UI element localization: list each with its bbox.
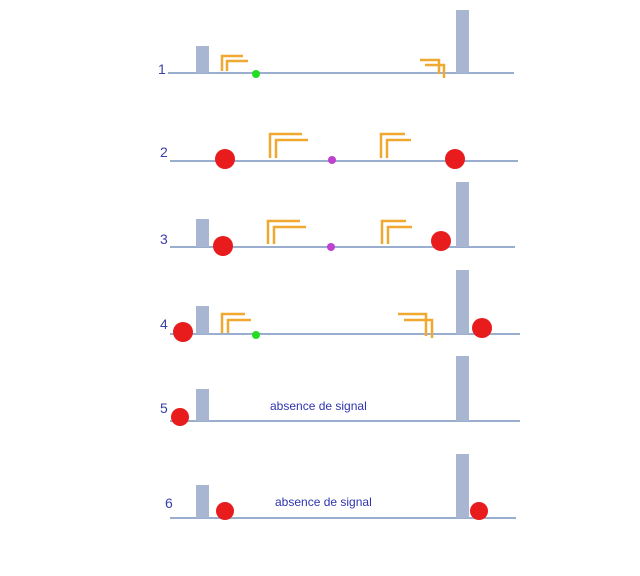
row-number: 4 [160, 316, 168, 332]
absence-label: absence de signal [275, 495, 372, 509]
red-marker [215, 149, 235, 169]
left-signal-bar [196, 219, 209, 247]
row-number: 2 [160, 144, 168, 160]
row-1: 1 [158, 10, 514, 78]
red-marker [213, 236, 233, 256]
red-marker [472, 318, 492, 338]
green-marker [252, 331, 260, 339]
red-marker [171, 408, 189, 426]
forward-arrow-marker [220, 54, 248, 71]
red-marker [431, 231, 451, 251]
right-signal-bar [456, 182, 469, 247]
red-marker [216, 502, 234, 520]
right-signal-bar [456, 270, 469, 334]
red-marker [470, 502, 488, 520]
forward-arrow-marker [220, 312, 251, 333]
left-signal-bar [196, 306, 209, 334]
green-marker [252, 70, 260, 78]
right-signal-bar [456, 10, 469, 73]
row-number: 6 [165, 495, 173, 511]
red-marker [173, 322, 193, 342]
backward-arrow-marker [420, 58, 446, 78]
purple-marker [327, 243, 335, 251]
row-3: 3 [160, 182, 515, 256]
row-6: 6 absence de signal [165, 454, 516, 520]
row-4: 4 [160, 270, 520, 342]
row-number: 3 [160, 231, 168, 247]
red-marker [445, 149, 465, 169]
purple-marker [328, 156, 336, 164]
left-signal-bar [196, 389, 209, 421]
forward-arrow-marker [268, 132, 308, 158]
left-signal-bar [196, 46, 209, 73]
right-signal-bar [456, 454, 469, 518]
absence-label: absence de signal [270, 399, 367, 413]
row-number: 1 [158, 61, 166, 77]
backward-arrow-marker [398, 312, 434, 338]
left-signal-bar [196, 485, 209, 518]
forward-arrow-marker [380, 219, 412, 244]
row-5: 5 absence de signal [160, 356, 520, 426]
forward-arrow-marker [266, 219, 306, 244]
row-2: 2 [160, 132, 518, 169]
right-signal-bar [456, 356, 469, 421]
forward-arrow-marker [379, 132, 411, 158]
row-number: 5 [160, 400, 168, 416]
